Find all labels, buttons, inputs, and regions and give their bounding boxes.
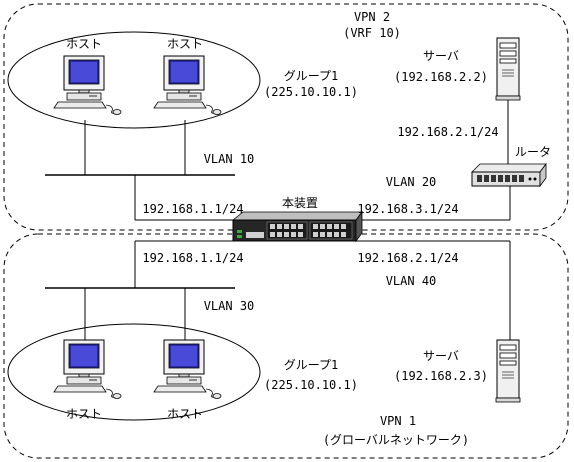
router-network: 192.168.2.1/24 (397, 125, 498, 139)
lower-group-address: (225.10.10.1) (264, 378, 358, 392)
vlan40-label: VLAN 40 (386, 274, 437, 288)
upper-host-left-label: ホスト (66, 37, 102, 51)
device-upper-left-network: 192.168.1.1/24 (142, 202, 243, 216)
vpn2-subtitle: (VRF 10) (343, 26, 401, 40)
upper-host-left-icon (53, 55, 122, 115)
upper-host-right-label: ホスト (167, 37, 203, 51)
upper-server-label: サーバ (423, 49, 459, 63)
vlan30-label: VLAN 30 (204, 299, 255, 313)
device-lower-right-network: 192.168.2.1/24 (357, 251, 458, 265)
router-icon (471, 162, 547, 188)
lower-host-left-label: ホスト (66, 407, 102, 421)
lower-host-left-icon (53, 339, 122, 399)
vlan20-label: VLAN 20 (386, 175, 437, 189)
device-lower-left-network: 192.168.1.1/24 (142, 251, 243, 265)
lower-host-right-icon (153, 339, 222, 399)
lower-server-icon (495, 339, 521, 403)
lower-group-name: グループ1 (284, 358, 339, 372)
upper-group-address: (225.10.10.1) (264, 85, 358, 99)
upper-server-address: (192.168.2.2) (394, 70, 488, 84)
router-label: ルータ (515, 145, 551, 159)
upper-host-right-icon (153, 55, 222, 115)
lower-server-address: (192.168.2.3) (394, 369, 488, 383)
lower-group-ellipse (7, 323, 261, 421)
upper-group-name: グループ1 (284, 69, 339, 83)
device-label: 本装置 (282, 196, 318, 210)
lower-server-label: サーバ (423, 349, 459, 363)
vlan10-label: VLAN 10 (204, 152, 255, 166)
vpn1-title: VPN 1 (380, 414, 416, 428)
lower-host-right-label: ホスト (167, 407, 203, 421)
upper-group-ellipse (7, 31, 261, 129)
vpn1-subtitle: (グローバルネットワーク) (323, 433, 469, 447)
vpn2-title: VPN 2 (354, 10, 390, 24)
device-switch-icon (231, 210, 363, 243)
upper-server-icon (495, 37, 521, 101)
device-upper-right-network: 192.168.3.1/24 (357, 202, 458, 216)
